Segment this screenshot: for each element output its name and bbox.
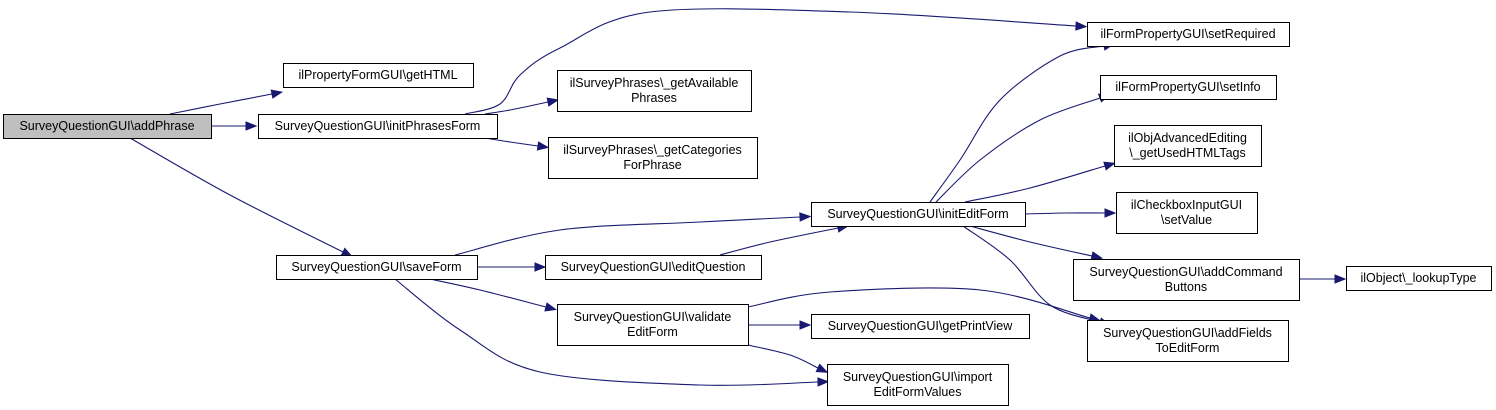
edge-initEditForm-to-addCommandButtons: [969, 225, 1104, 261]
node-box: [811, 314, 1030, 339]
arrowhead-icon: [534, 262, 547, 272]
node-box: [1114, 125, 1262, 167]
edge-addCommandButtons-to-lookupType: [1299, 274, 1347, 284]
node-box: [1087, 22, 1290, 47]
arrowhead-icon: [546, 97, 560, 107]
node-box: [1116, 192, 1258, 234]
node-label: EditFormValues: [874, 385, 962, 399]
node-label: ilObject\_lookupType: [1360, 271, 1476, 285]
node-label: ilSurveyPhrases\_getAvailable: [570, 76, 739, 90]
edge-saveForm-to-validateEditForm: [429, 278, 557, 312]
node-box: [548, 137, 758, 179]
nodes: SurveyQuestionGUI\addPhrase ilPropertyFor…: [3, 22, 1492, 406]
node-label: ForPhrase: [623, 158, 681, 172]
arrowhead-icon: [817, 377, 830, 387]
node-box: [811, 202, 1026, 227]
node-label: ilObjAdvancedEditing: [1128, 131, 1247, 145]
edge-addPhrase-to-getHTML: [169, 89, 284, 115]
node-box: [276, 255, 478, 280]
node-label: ilFormPropertyGUI\setInfo: [1115, 80, 1260, 94]
arrowhead-icon: [1103, 161, 1116, 171]
node-label: SurveyQuestionGUI\addFields: [1103, 326, 1272, 340]
node-box: [1346, 266, 1492, 291]
node-label: ilFormPropertyGUI\setRequired: [1100, 27, 1275, 41]
edge-saveForm-to-initEditForm: [454, 212, 812, 256]
node-box: [1087, 320, 1289, 362]
edge-validateEditForm-to-getPrintView: [747, 320, 812, 330]
edge-initPhrasesForm-to-getAvailablePhrases: [484, 97, 560, 115]
arrowhead-icon: [270, 89, 284, 99]
node-box: [1073, 259, 1300, 301]
edge-initEditForm-to-getUsedHTMLTags: [964, 161, 1116, 203]
arrowhead-icon: [544, 302, 557, 312]
node-label: Phrases: [631, 91, 677, 105]
arrowhead-icon: [815, 363, 829, 373]
edge-saveForm-to-importEditFormValues: [394, 278, 830, 387]
edge-initPhrasesForm-to-setRequired: [464, 8, 1088, 115]
node-label: SurveyQuestionGUI\addPhrase: [19, 119, 194, 133]
node-label: SurveyQuestionGUI\saveForm: [291, 260, 461, 274]
arrowhead-icon: [245, 121, 258, 131]
node-editQuestion[interactable]: SurveyQuestionGUI\editQuestion: [545, 255, 762, 280]
node-lookupType[interactable]: ilObject\_lookupType: [1346, 266, 1492, 291]
node-label: ToEditForm: [1156, 341, 1220, 355]
edge-addPhrase-to-saveForm: [129, 137, 354, 258]
node-label: EditForm: [627, 325, 678, 339]
node-setInfo[interactable]: ilFormPropertyGUI\setInfo: [1100, 75, 1277, 100]
arrowhead-icon: [536, 141, 550, 151]
arrowhead-icon: [1075, 21, 1088, 31]
edge-initEditForm-to-setRequired: [929, 41, 1116, 203]
node-label: ilPropertyFormGUI\getHTML: [298, 68, 457, 82]
node-initEditForm[interactable]: SurveyQuestionGUI\initEditForm: [811, 202, 1026, 227]
node-label: \_getUsedHTMLTags: [1129, 146, 1246, 160]
edge-editQuestion-to-initEditForm: [719, 223, 850, 256]
arrowhead-icon: [1104, 208, 1117, 218]
edge-addPhrase-to-initPhrasesForm: [208, 121, 258, 131]
edge-saveForm-to-editQuestion: [476, 262, 547, 272]
node-box: [545, 255, 762, 280]
node-label: ilCheckboxInputGUI: [1131, 198, 1242, 212]
node-box: [283, 63, 474, 88]
node-label: \setValue: [1161, 213, 1212, 227]
arrowhead-icon: [799, 320, 812, 330]
node-box: [258, 114, 498, 139]
arrowhead-icon: [1334, 274, 1347, 284]
node-box: [557, 304, 749, 346]
node-setRequired[interactable]: ilFormPropertyGUI\setRequired: [1087, 22, 1290, 47]
arrowhead-icon: [799, 212, 812, 222]
node-label: SurveyQuestionGUI\initPhrasesForm: [275, 119, 481, 133]
node-label: SurveyQuestionGUI\getPrintView: [828, 319, 1014, 333]
node-label: ilSurveyPhrases\_getCategories: [563, 143, 742, 157]
edges: [129, 8, 1347, 387]
node-box: [3, 114, 212, 139]
node-getHTML[interactable]: ilPropertyFormGUI\getHTML: [283, 63, 474, 88]
edge-initEditForm-to-setValue: [1024, 208, 1117, 218]
node-label: Buttons: [1165, 280, 1207, 294]
node-setValue[interactable]: ilCheckboxInputGUI\setValue: [1116, 192, 1258, 234]
node-label: SurveyQuestionGUI\initEditForm: [827, 207, 1008, 221]
node-label: SurveyQuestionGUI\addCommand: [1089, 265, 1282, 279]
node-addPhrase[interactable]: SurveyQuestionGUI\addPhrase: [3, 114, 212, 139]
node-label: SurveyQuestionGUI\import: [843, 370, 993, 384]
node-box: [557, 70, 752, 112]
arrowhead-icon: [1090, 251, 1104, 261]
node-getPrintView[interactable]: SurveyQuestionGUI\getPrintView: [811, 314, 1030, 339]
node-getUsedHTMLTags[interactable]: ilObjAdvancedEditing\_getUsedHTMLTags: [1114, 125, 1262, 167]
node-box: [1100, 75, 1277, 100]
node-box: [827, 364, 1009, 406]
node-saveForm[interactable]: SurveyQuestionGUI\saveForm: [276, 255, 478, 280]
node-label: SurveyQuestionGUI\editQuestion: [561, 260, 746, 274]
node-initPhrasesForm[interactable]: SurveyQuestionGUI\initPhrasesForm: [258, 114, 498, 139]
edge-validateEditForm-to-importEditFormValues: [747, 344, 829, 373]
node-label: SurveyQuestionGUI\validate: [574, 310, 732, 324]
edge-initEditForm-to-setInfo: [935, 93, 1111, 203]
edge-initPhrasesForm-to-getCategoriesForPhrase: [484, 137, 550, 151]
